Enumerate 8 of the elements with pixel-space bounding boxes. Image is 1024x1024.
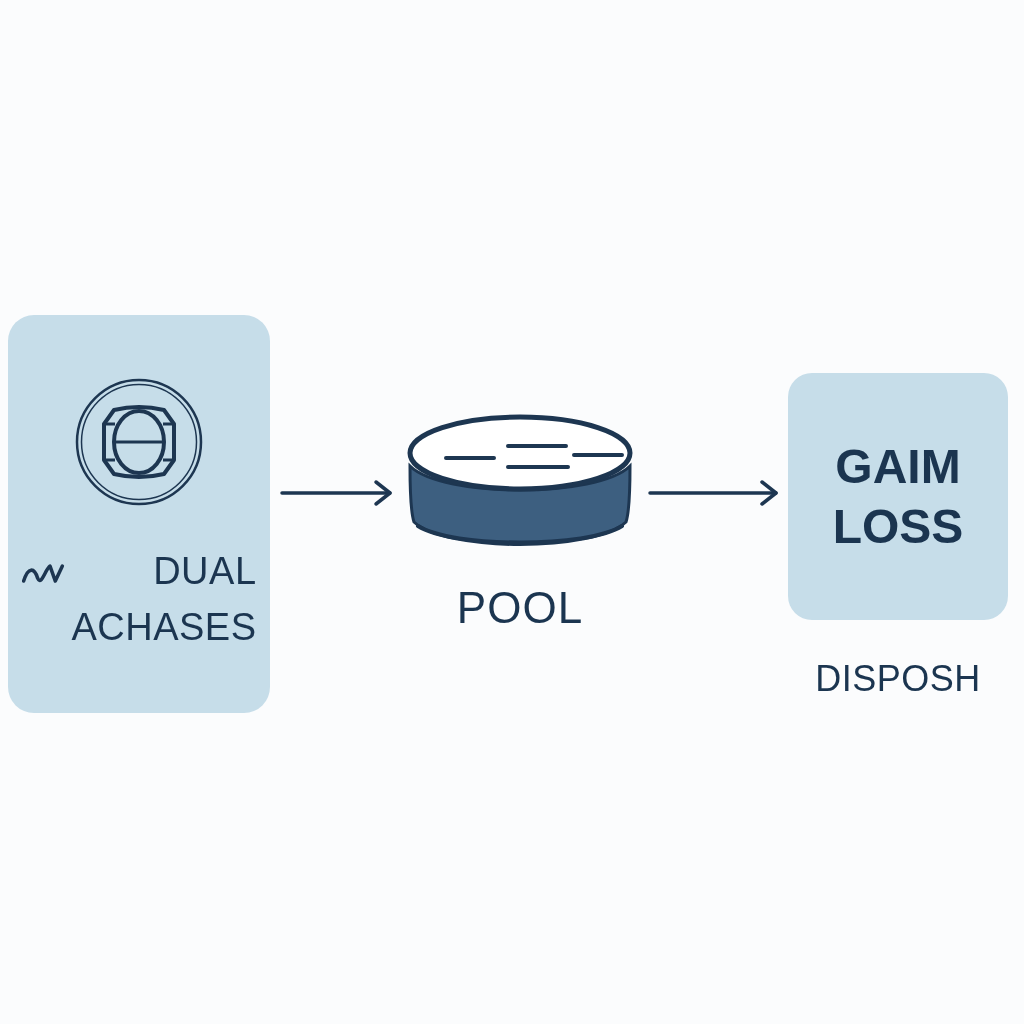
arrow	[648, 480, 778, 506]
stage-card	[8, 315, 270, 713]
card-label: GAIM LOSS	[832, 438, 964, 555]
caption-text: DISPOSH	[815, 657, 981, 701]
stage-card	[788, 373, 1008, 620]
arrow	[280, 480, 392, 506]
node-label: POOL	[456, 582, 584, 634]
card-label: DUAL ACHASES	[71, 549, 257, 650]
